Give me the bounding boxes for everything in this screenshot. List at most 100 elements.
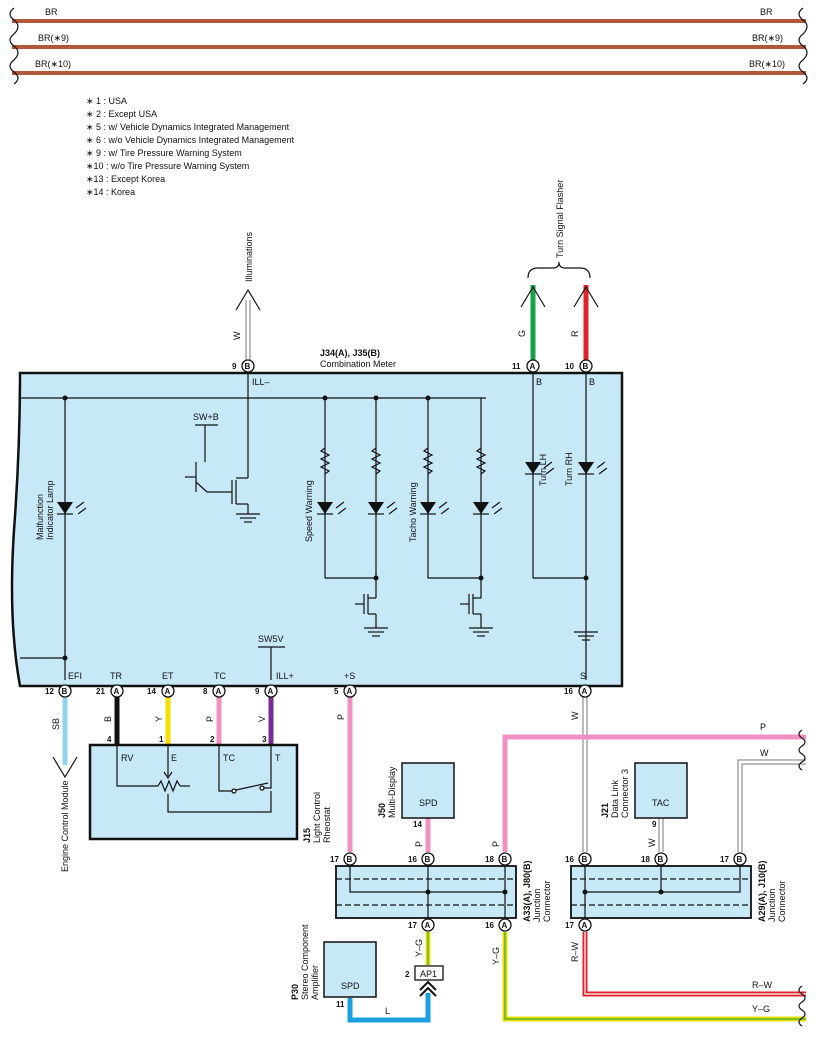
dlc3-name-1: Data Link [610,779,620,818]
right-wire-label: R–W [752,980,773,990]
connector-pin [498,852,512,866]
terminal-label: EFI [68,671,82,681]
speed-warning-label: Speed Warning [304,480,314,542]
pin-number: 9 [255,687,260,696]
ap1-connector: AP1 2 [405,965,444,997]
dlc3-code: J21 [600,803,610,818]
wire-color-label: R [570,330,580,337]
pin-number: 16 [564,687,573,696]
led-icon [317,501,347,515]
pin-letter: B [347,855,353,864]
mil-label-1: Malfunction [35,494,45,540]
note: ∗ 9 : w/ Tire Pressure Warning System [86,148,242,158]
pin-letter: B [62,687,68,696]
ap1-chevron-icon [419,980,437,997]
wire-color-label: B [103,716,113,722]
pin-letter: A [165,687,171,696]
pin-number: 17 [408,921,417,930]
wire-color-label: Y–G [491,947,501,965]
switch-arm [235,782,269,791]
connector-pin [578,684,592,698]
junction-dot [658,889,664,895]
bus-wire-left-label: BR(∗10) [35,59,71,69]
rheostat-wiper [163,745,173,780]
data-link-connector-3: TAC 9 J21 Data Link Connector 3 [600,762,688,829]
dlc3-term: TAC [652,798,670,808]
bus-wire-right-label: BR(∗9) [752,33,783,43]
connector-pin [58,684,72,698]
bus-wire-right-label: BR [760,7,773,17]
wire-color-label: Y–G [414,939,424,957]
connector-pin [421,852,435,866]
resistor-icon [475,447,487,475]
pin-letter: A [425,921,431,930]
wire-w-right-outer [737,759,806,852]
wire-color-label: G [517,330,527,337]
connector-pin [579,359,593,373]
ecm-label: Engine Control Module [60,780,70,872]
rheostat-return [167,791,272,813]
jc-a33-name-2: Connector [542,880,552,922]
arrow-turn-lh [520,285,546,308]
ap1-label: AP1 [420,969,437,979]
sw5v-label: SW5V [258,634,284,644]
resistor-icon [157,779,181,793]
note: ∗13 : Except Korea [86,174,165,184]
arrow-turn-rh [573,285,599,308]
junction-dot [62,395,68,401]
ground-icon [574,631,598,641]
rheostat-name-2: Rheostat [322,806,332,843]
jc-a33-code: A33(A), J80(B) [522,860,532,922]
sw-b-label: SW+B [193,412,219,422]
wire-rw-right [582,932,806,997]
right-wire-label: Y–G [752,1004,770,1014]
rheostat-circuit [116,745,158,787]
wire-p-right [502,734,806,852]
pin-number: 16 [565,855,574,864]
junction-dot [502,889,508,895]
pin-number: 10 [565,362,574,371]
connector-pin [526,359,540,373]
stereo-name-2: Amplifier [310,965,320,1000]
note: ∗ 1 : USA [86,96,127,106]
pin-number: 14 [147,687,156,696]
jc-bus-low [427,892,506,918]
combination-meter: J34(A), J35(B) Combination Meter Malfunc… [10,348,624,688]
wire-color-label: SB [51,718,61,730]
wire-color-label: V [257,716,267,722]
connector-pin [264,684,278,698]
connector-pin [578,852,592,866]
pin-letter: B [582,855,588,864]
connector-pin [212,684,226,698]
bus-wire-br: BR BR [12,7,806,23]
stereo-pin: 11 [336,1000,345,1009]
rheostat-term: TC [223,753,235,763]
rheostat-tc [218,745,232,792]
resistor-icon [422,447,434,475]
terminal-label: S [580,671,586,681]
led-icon [525,461,555,475]
junction-connector-a33: B 17 B 16 B 18 A 17 A 16 A33(A), J80(B) … [330,852,552,932]
terminal-label: TC [214,671,226,681]
led-icon [578,461,608,475]
jc-a29-name-2: Connector [777,880,787,922]
stereo-component-amplifier: SPD 11 P30 Stereo Component Amplifier [290,924,377,1009]
pin-letter: A [530,362,536,371]
connector-pin [241,359,255,373]
switch-contact [231,788,237,794]
connector-pin [498,918,512,932]
note: ∗14 : Korea [86,187,135,197]
bus-break-left [9,7,19,85]
pin-number: 18 [641,855,650,864]
pin-number: 17 [565,921,574,930]
connector-pin [654,852,668,866]
wire-color-label: W [647,838,657,847]
pin-number: 5 [334,687,339,696]
multi-display-term: SPD [419,798,438,808]
bus-wire-br-9: BR(∗9) BR(∗9) [12,33,806,49]
transistor-emit [195,481,208,493]
mosfet-icon [460,594,482,628]
junction-dot [373,575,379,581]
terminal-label: ILL+ [276,671,294,681]
